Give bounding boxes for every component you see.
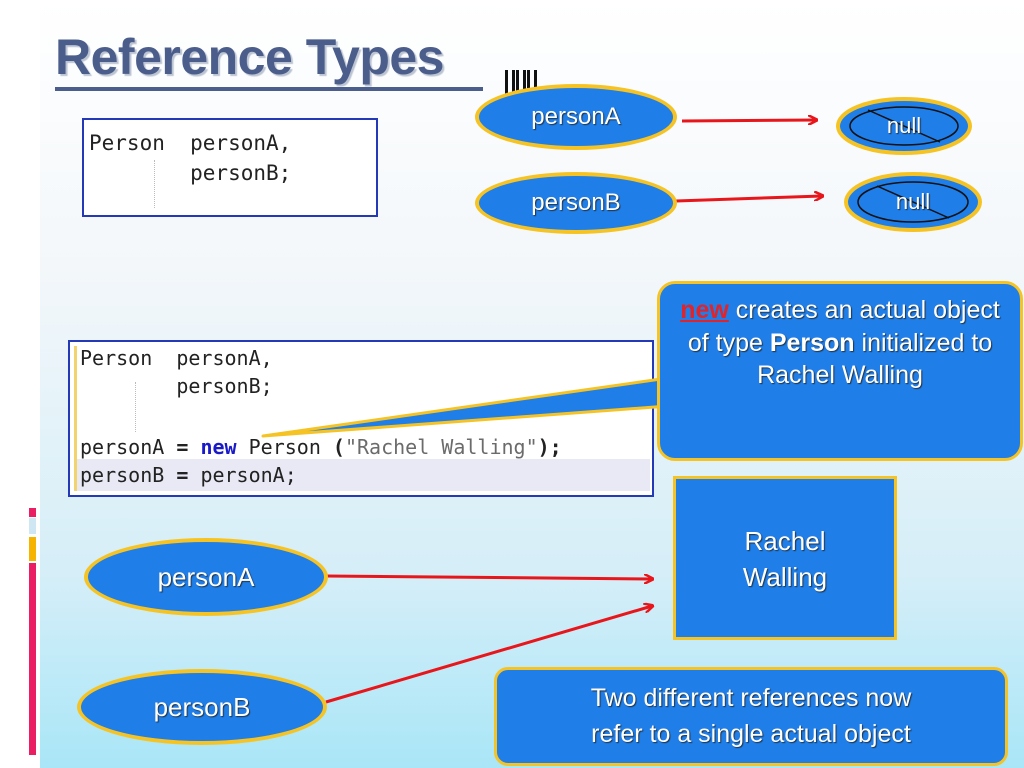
- null-label-a: null: [886, 113, 922, 138]
- code-line-assign: personB = personA;: [80, 461, 297, 489]
- accent-bar-magenta: [29, 563, 36, 755]
- arrow-personA-to-null: [681, 120, 816, 121]
- null-symbol-a: null: [834, 95, 974, 157]
- code-assignment-box: Person personA, personB; personA = new P…: [68, 340, 654, 497]
- code-operator: =: [176, 435, 189, 459]
- left-accent-strip: [0, 0, 40, 768]
- null-symbol-b: null: [842, 170, 984, 234]
- arrow-personB-to-null: [675, 196, 822, 203]
- code-line-2: personB;: [80, 374, 273, 398]
- code-string: "Rachel Walling": [344, 435, 538, 459]
- code-var: personB: [80, 463, 165, 487]
- indent-guide: [154, 160, 155, 208]
- code-declaration-box: Person personA, personB;: [82, 118, 378, 217]
- accent-bar-orange: [29, 537, 36, 561]
- caption-line-1: Two different references now: [590, 684, 912, 712]
- callout-text-1: creates an actual object of type: [687, 296, 1000, 357]
- slide-title: Reference Types: [55, 29, 444, 85]
- code-line-new: personA = new Person ("Rachel Walling");: [80, 433, 562, 461]
- code-rest: personA;: [200, 463, 297, 487]
- oval-personB-top: personB: [475, 172, 677, 234]
- no-symbol-icon: [844, 172, 982, 232]
- code-line-1: Person personA,: [80, 346, 273, 370]
- callout-type-name: Person: [769, 328, 855, 357]
- code-operator: =: [176, 463, 189, 487]
- callout-text-2: initialized to Rachel Walling: [757, 328, 993, 390]
- editor-margin-bar: [74, 346, 77, 491]
- title-underline: [55, 87, 483, 91]
- code-line-declare-b: personB;: [89, 161, 292, 185]
- oval-personA-bottom: personA: [84, 538, 328, 616]
- accent-bar-pink: [29, 508, 36, 517]
- code-paren-close: );: [537, 435, 562, 459]
- code-paren: (: [332, 435, 345, 459]
- arrow-personA-to-object: [325, 576, 652, 579]
- indent-guide: [135, 382, 136, 432]
- accent-bar-light-blue: [29, 518, 36, 534]
- callout-new-explanation: new creates an actual object of type Per…: [657, 281, 1023, 461]
- object-line-1: Rachel: [744, 526, 826, 556]
- code-var: personA: [80, 435, 165, 459]
- no-symbol-icon: [836, 97, 972, 155]
- oval-personB-bottom: personB: [77, 669, 327, 745]
- keyword-new: new: [680, 296, 729, 324]
- caption-line-2: refer to a single actual object: [591, 720, 911, 749]
- code-type: Person: [248, 435, 321, 459]
- current-line-highlight: [77, 459, 650, 491]
- caption-two-references: Two different references now refer to a …: [494, 667, 1008, 766]
- null-label-b: null: [895, 189, 931, 214]
- oval-personA-top: personA: [475, 84, 677, 150]
- code-line-declare-a: Person personA,: [89, 131, 292, 155]
- object-rachel-walling: Rachel Walling: [673, 476, 897, 640]
- code-keyword-new: new: [200, 435, 237, 459]
- object-line-2: Walling: [742, 562, 828, 593]
